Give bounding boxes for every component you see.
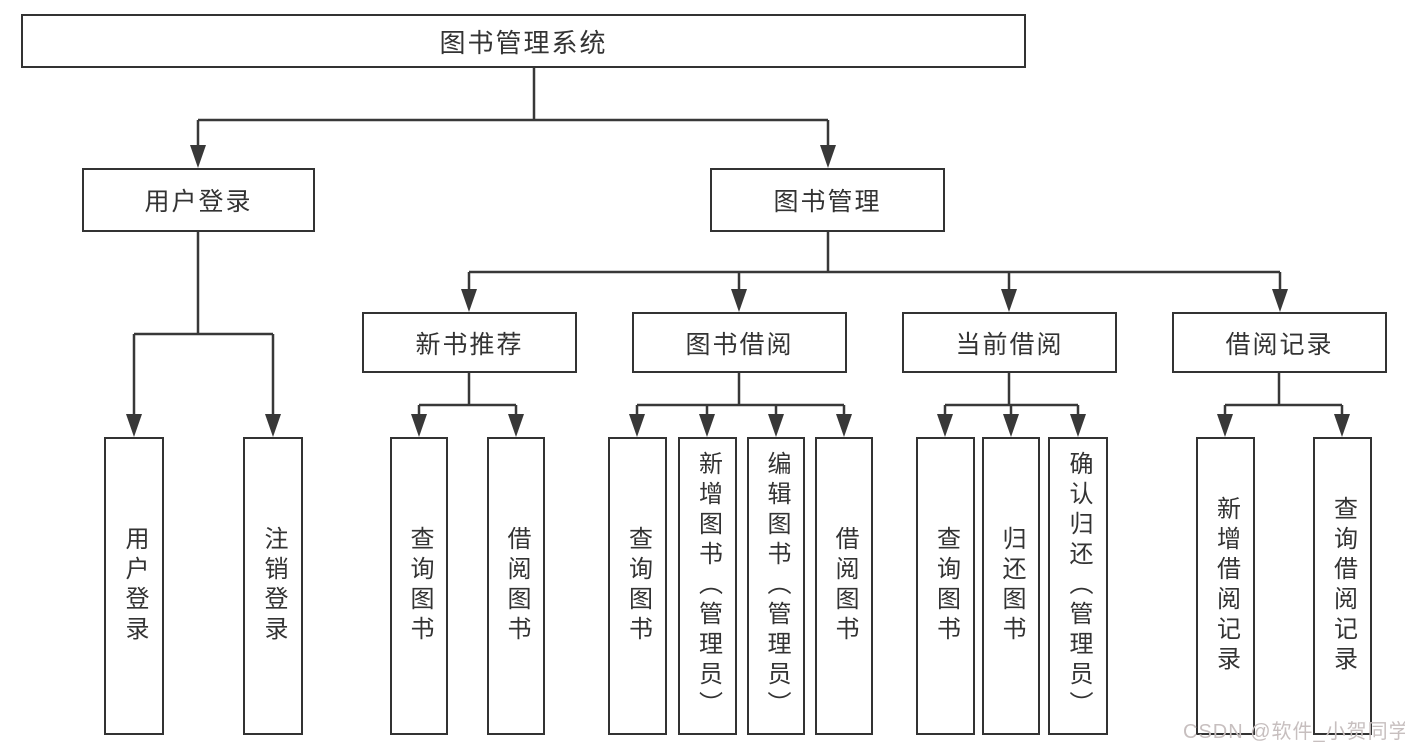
node-book-mgmt: 图书管理 bbox=[710, 168, 945, 232]
arrowhead bbox=[731, 289, 747, 312]
arrowhead bbox=[1070, 414, 1086, 437]
leaf-label: 确认归还（管理员） bbox=[1065, 451, 1092, 721]
edge-root-to-level2 bbox=[196, 68, 830, 148]
arrowhead bbox=[1003, 414, 1019, 437]
leaf-label: 借阅图书 bbox=[503, 526, 530, 646]
node-leaf-add-book-admin: 新增图书（管理员） bbox=[678, 437, 737, 735]
node-leaf-return-book: 归还图书 bbox=[982, 437, 1040, 735]
arrowhead bbox=[265, 414, 281, 437]
node-leaf-edit-book-admin: 编辑图书（管理员） bbox=[747, 437, 805, 735]
arrowhead bbox=[836, 414, 852, 437]
edge-bookborrow-to-leaves bbox=[635, 373, 846, 418]
leaf-label: 查询借阅记录 bbox=[1329, 496, 1357, 676]
node-leaf-query-books-2: 查询图书 bbox=[608, 437, 667, 735]
arrowhead bbox=[629, 414, 645, 437]
edge-currentborrow-to-leaves bbox=[943, 373, 1080, 418]
edge-newbookrec-to-leaves bbox=[417, 373, 518, 418]
edge-userlogin-to-leaves bbox=[132, 232, 275, 418]
leaf-label: 归还图书 bbox=[998, 526, 1025, 646]
leaf-label: 用户登录 bbox=[121, 526, 148, 646]
arrowhead bbox=[768, 414, 784, 437]
arrowhead bbox=[461, 289, 477, 312]
node-new-book-rec: 新书推荐 bbox=[362, 312, 577, 373]
arrowhead bbox=[508, 414, 524, 437]
arrowheads bbox=[126, 145, 1350, 437]
node-user-login: 用户登录 bbox=[82, 168, 315, 232]
leaf-label: 查询图书 bbox=[624, 526, 652, 646]
node-root: 图书管理系统 bbox=[21, 14, 1026, 68]
node-current-borrow: 当前借阅 bbox=[902, 312, 1117, 373]
node-leaf-user-login: 用户登录 bbox=[104, 437, 164, 735]
csdn-watermark: CSDN @软件_小贺同学 bbox=[1183, 721, 1405, 743]
leaf-label: 编辑图书（管理员） bbox=[763, 451, 790, 721]
node-leaf-borrow-books-1: 借阅图书 bbox=[487, 437, 545, 735]
leaf-label: 借阅图书 bbox=[831, 526, 858, 646]
arrowhead bbox=[411, 414, 427, 437]
arrowhead bbox=[126, 414, 142, 437]
arrowhead bbox=[1334, 414, 1350, 437]
node-leaf-confirm-return-admin: 确认归还（管理员） bbox=[1048, 437, 1108, 735]
leaf-label: 查询图书 bbox=[406, 526, 433, 646]
arrowhead bbox=[1001, 289, 1017, 312]
node-leaf-query-borrow-record: 查询借阅记录 bbox=[1313, 437, 1372, 735]
leaf-label: 查询图书 bbox=[932, 526, 960, 646]
leaf-label: 注销登录 bbox=[260, 526, 287, 646]
leaf-label: 新增借阅记录 bbox=[1212, 496, 1240, 676]
node-leaf-add-borrow-record: 新增借阅记录 bbox=[1196, 437, 1255, 735]
node-leaf-query-books-3: 查询图书 bbox=[916, 437, 975, 735]
node-leaf-logout: 注销登录 bbox=[243, 437, 303, 735]
node-book-borrow: 图书借阅 bbox=[632, 312, 847, 373]
node-leaf-borrow-books-2: 借阅图书 bbox=[815, 437, 873, 735]
arrowhead bbox=[820, 145, 836, 168]
arrowhead bbox=[937, 414, 953, 437]
arrowhead bbox=[1217, 414, 1233, 437]
arrowhead bbox=[699, 414, 715, 437]
arrowhead bbox=[190, 145, 206, 168]
edge-bookmgmt-to-level3 bbox=[467, 232, 1282, 292]
arrowhead bbox=[1272, 289, 1288, 312]
leaf-label: 新增图书（管理员） bbox=[694, 451, 722, 721]
node-borrow-records: 借阅记录 bbox=[1172, 312, 1387, 373]
edge-borrowrecords-to-leaves bbox=[1223, 373, 1344, 418]
node-leaf-query-books-1: 查询图书 bbox=[390, 437, 448, 735]
